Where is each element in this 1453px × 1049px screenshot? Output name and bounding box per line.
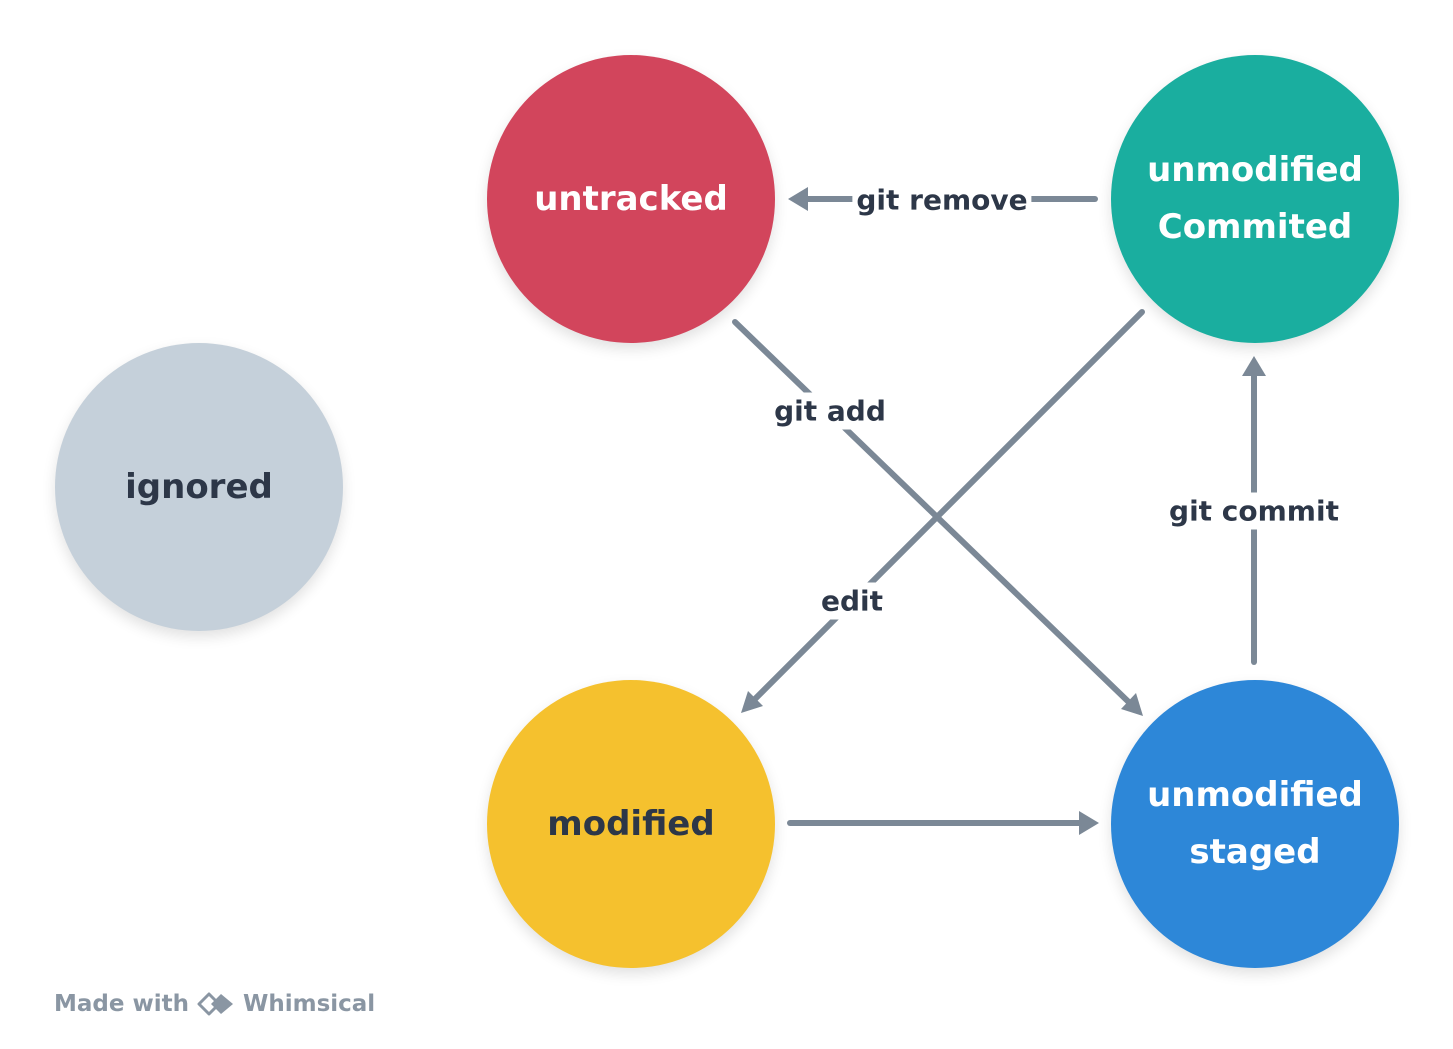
node-staged-label-line1: unmodified bbox=[1147, 775, 1363, 815]
arrowhead-git-add bbox=[1121, 693, 1143, 716]
node-untracked: untracked bbox=[487, 55, 775, 343]
arrowhead-git-remove bbox=[788, 187, 808, 211]
node-staged-label-line2: staged bbox=[1189, 832, 1321, 872]
made-with-text: Made with bbox=[54, 991, 189, 1017]
edge-edit bbox=[745, 309, 1145, 709]
node-committed-label-line1: unmodified bbox=[1147, 150, 1363, 190]
arrowhead-stage bbox=[1079, 811, 1099, 835]
arrowhead-edit bbox=[741, 691, 763, 713]
node-ignored: ignored bbox=[55, 343, 343, 631]
node-ignored-label: ignored bbox=[125, 466, 273, 507]
node-unmodified-committed: unmodified Commited bbox=[1111, 55, 1399, 343]
edge-label-edit: edit bbox=[816, 582, 888, 620]
arrowhead-git-commit bbox=[1242, 356, 1266, 376]
whimsical-logo-icon bbox=[197, 992, 233, 1016]
edge-label-git-add: git add bbox=[770, 392, 890, 430]
node-modified-label: modified bbox=[547, 803, 715, 844]
node-unmodified-staged: unmodified staged bbox=[1111, 680, 1399, 968]
node-modified: modified bbox=[487, 680, 775, 968]
node-committed-label-line2: Commited bbox=[1157, 207, 1353, 247]
edge-label-git-remove: git remove bbox=[852, 181, 1032, 219]
edge-label-git-commit: git commit bbox=[1165, 492, 1343, 530]
made-with-footer[interactable]: Made with Whimsical bbox=[54, 990, 375, 1018]
node-untracked-label: untracked bbox=[534, 178, 728, 219]
whimsical-brand-text: Whimsical bbox=[242, 991, 376, 1017]
